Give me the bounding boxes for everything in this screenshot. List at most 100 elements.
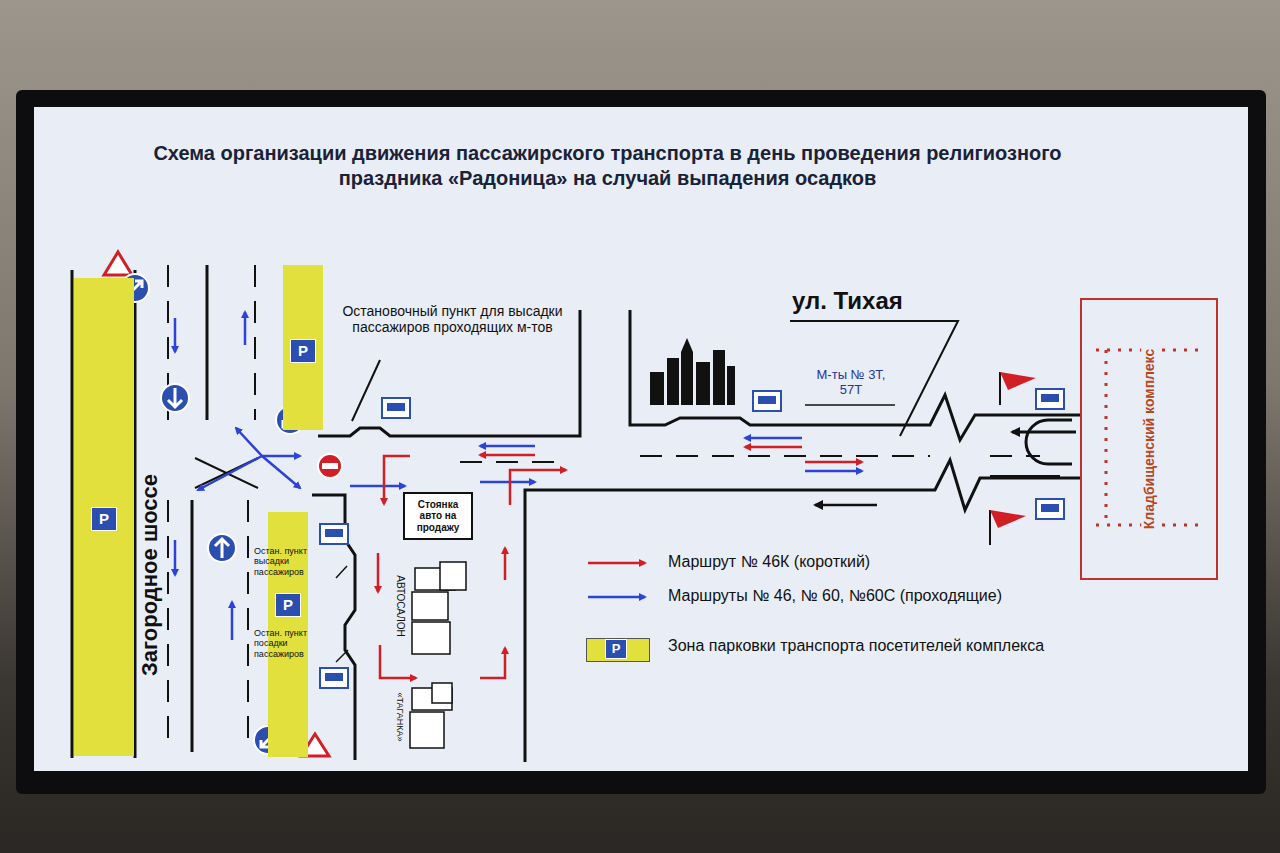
street-name: ул. Тихая [792, 287, 903, 315]
bus-stop-icon [325, 529, 343, 537]
lane-arrows [231, 602, 234, 640]
intersection-fork [198, 456, 262, 490]
bus-stop-icon [758, 396, 776, 404]
building-name: АВТОСАЛОН [394, 575, 406, 637]
city-icon [681, 338, 693, 405]
u-turn [1026, 420, 1072, 464]
parking-sign: P [290, 339, 316, 363]
route-arrows [805, 470, 862, 473]
city-icon [713, 350, 725, 405]
building-icon [410, 712, 444, 748]
stop-label: Остан. пункт высадки пассажиров [254, 546, 334, 577]
bus-stop-icon [753, 391, 781, 411]
node-text: Стоянка авто на продажу [408, 499, 468, 534]
red-flag [999, 372, 1001, 405]
bus-stop-icon [1041, 504, 1059, 512]
lane-dashes [460, 461, 560, 463]
building-name: «ТАГАНКА» [395, 692, 405, 741]
parking-sign: P [91, 507, 117, 531]
lane-dashes [640, 455, 930, 457]
building-icon [440, 562, 466, 590]
route-label: М-ты № 3Т, 57Т [806, 368, 896, 398]
road-lines [525, 460, 1080, 762]
intersection-fork [236, 428, 262, 456]
leader-lines [336, 566, 347, 578]
leader-lines [790, 321, 958, 436]
road-lines [191, 500, 194, 752]
u-turn [990, 475, 1060, 477]
legend-sample [588, 596, 645, 599]
building-icon [412, 592, 448, 620]
route-arrows [480, 481, 535, 484]
route-arrows [480, 648, 505, 678]
lane-arrows [244, 312, 247, 345]
route-arrows [745, 437, 802, 440]
legend-sample [588, 563, 645, 597]
city-icon [696, 362, 710, 405]
legend-text: Маршруты № 46, № 60, №60С (проходящие) [668, 587, 1002, 605]
road-signs [104, 252, 342, 756]
parking-band: P [283, 265, 323, 430]
road-lines [630, 310, 1080, 440]
road-signs [208, 534, 236, 562]
road-signs [318, 454, 342, 478]
building-icon [410, 562, 466, 748]
route-arrows [350, 485, 405, 488]
parking-sign: P [275, 593, 301, 617]
leader-lines [336, 650, 348, 662]
parking-sign: P [605, 639, 627, 659]
cemetery-dots [1105, 350, 1108, 525]
lane-dashes [254, 265, 256, 420]
intersection-fork [198, 428, 300, 490]
route-arrows [377, 553, 380, 592]
stop-label: Остан. пункт посадки пассажиров [254, 628, 334, 659]
red-flag [990, 372, 1036, 545]
road-signs [322, 463, 338, 469]
screen-ground [34, 107, 1248, 771]
leader-lines [805, 404, 895, 406]
bus-stop-icon [325, 673, 343, 681]
title-text: Схема организации движения пассажирского… [120, 141, 1095, 191]
bus-stop-icon [320, 668, 348, 688]
lot-box: Стоянка авто на продажу [403, 492, 473, 540]
city-icon [650, 372, 664, 405]
intersection-fork [262, 455, 300, 458]
bus-stop-icon [320, 524, 348, 544]
lane-arrows [174, 540, 177, 575]
route-arrows [510, 470, 566, 505]
red-flag [1000, 372, 1036, 390]
road-lines [72, 265, 1080, 762]
bus-stop-icon [1036, 389, 1064, 409]
road-signs [104, 252, 132, 275]
callout-text: Остановочный пункт для высадки пассажиро… [335, 303, 570, 335]
bus-stop-icon [1036, 499, 1064, 519]
u-turn [1012, 431, 1076, 434]
bus-stop-icon [387, 403, 405, 411]
bus-stop-icon [320, 389, 1064, 688]
node-text: Кладбищенский комплекс [1141, 346, 1157, 532]
red-flag [990, 510, 1026, 528]
legend-sample [588, 562, 645, 565]
leader-lines [352, 360, 380, 421]
legend-text: Маршрут № 46К (короткий) [668, 553, 870, 571]
route-arrows [380, 645, 416, 678]
building-icon [412, 622, 450, 654]
bus-stop-icon [1041, 394, 1059, 402]
red-flag [989, 510, 991, 545]
bus-stop-icon [382, 398, 410, 418]
road-lines [206, 265, 209, 420]
legend-text: Зона парковки транспорта посетителей ком… [668, 637, 1044, 655]
route-arrows [480, 454, 535, 457]
road-signs [215, 539, 229, 558]
road-signs [168, 388, 182, 407]
road-name: Загородное шоссе [137, 470, 162, 680]
u-turn [990, 420, 1076, 476]
route-arrows [805, 461, 862, 464]
leader-lines [336, 321, 958, 662]
city-icon [650, 338, 735, 405]
route-arrows [815, 504, 877, 507]
route-arrows [480, 445, 535, 448]
building-icon [432, 683, 452, 703]
lane-dashes [247, 500, 249, 752]
